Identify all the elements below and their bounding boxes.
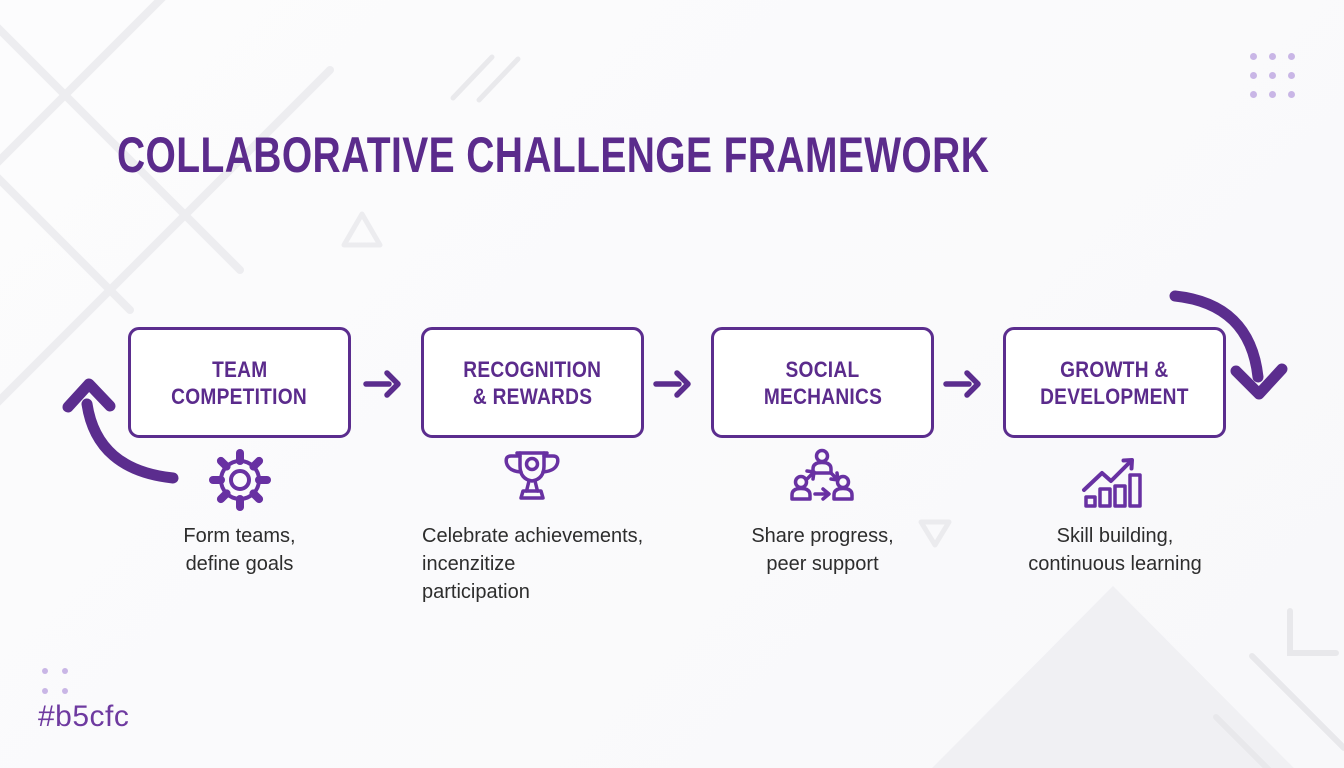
description-line: Celebrate achievements,	[422, 525, 644, 547]
step-box-team-competition: TEAM COMPETITION	[128, 327, 351, 438]
description-line: peer support	[766, 553, 879, 575]
dots-grid-top-right	[1250, 53, 1295, 98]
step-title-line: RECOGNITION	[463, 356, 602, 382]
step-box-growth-development: GROWTH & DEVELOPMENT	[1003, 327, 1226, 438]
description-line: Form teams,	[183, 525, 296, 547]
step-title-line: & REWARDS	[472, 383, 593, 409]
step-title-line: COMPETITION	[171, 383, 308, 409]
people-network-icon	[782, 448, 862, 512]
step-title-line: MECHANICS	[763, 383, 882, 409]
step-description: Form teams, define goals	[128, 522, 351, 578]
growth-chart-icon	[1074, 448, 1154, 512]
dots-grid-bottom-left	[42, 668, 68, 694]
step-description: Celebrate achievements, incenzitize part…	[422, 522, 702, 606]
step-title-line: GROWTH &	[1060, 356, 1169, 382]
description-line: incenzitize	[422, 553, 516, 575]
step-title-line: SOCIAL	[785, 356, 860, 382]
step-description: Share progress, peer support	[711, 522, 934, 578]
page-title: COLLABORATIVE CHALLENGE FRAMEWORK	[117, 127, 990, 183]
description-line: define goals	[185, 553, 294, 575]
description-line: Skill building,	[1056, 525, 1174, 547]
step-title-line: TEAM	[211, 356, 268, 382]
description-line: Share progress,	[751, 525, 894, 547]
step-box-recognition-rewards: RECOGNITION & REWARDS	[421, 327, 644, 438]
description-line: participation	[422, 581, 530, 603]
hashtag-label: #b5cfc	[38, 700, 130, 733]
trophy-icon	[492, 448, 572, 512]
step-box-social-mechanics: SOCIAL MECHANICS	[711, 327, 934, 438]
step-title-line: DEVELOPMENT	[1040, 383, 1189, 409]
gear-icon	[200, 448, 280, 512]
step-description: Skill building, continuous learning	[985, 522, 1245, 578]
description-line: continuous learning	[1028, 553, 1202, 575]
